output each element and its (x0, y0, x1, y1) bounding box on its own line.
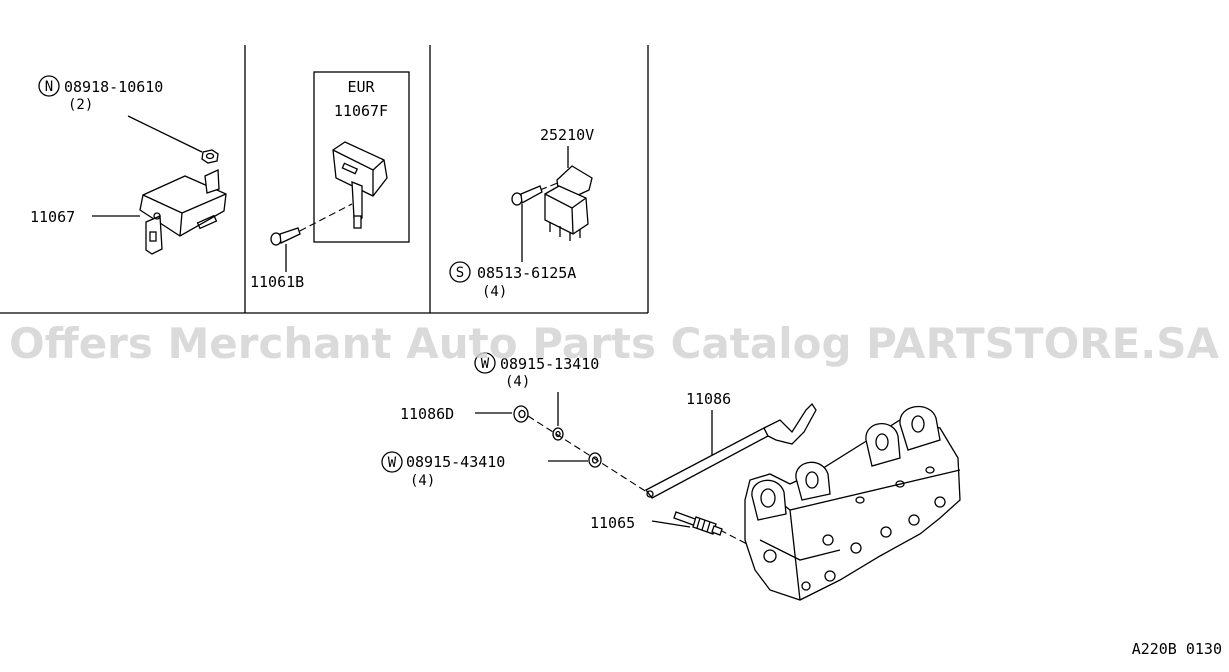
connecting-plate-icon (645, 402, 817, 499)
callout-qty: (4) (410, 473, 435, 489)
callout-08915-43410[interactable]: 08915-43410 (406, 453, 505, 471)
callout-11065[interactable]: 11065 (590, 514, 635, 532)
s-mark-icon (449, 261, 471, 283)
callout-mark: W (481, 356, 490, 372)
panel-frame (0, 45, 649, 314)
panel-3: 25210V S 08513-6125A (4) (449, 126, 594, 300)
diagram-code: A220B 0130 (1132, 640, 1222, 658)
cylinder-head-icon (744, 405, 961, 601)
callout-08918-10610[interactable]: 08918-10610 (64, 78, 163, 96)
glow-relay-icon (139, 169, 227, 255)
callout-11067f[interactable]: 11067F (334, 102, 388, 120)
callout-11086[interactable]: 11086 (686, 390, 731, 408)
eur-label: EUR (347, 78, 375, 96)
panel-1: N 08918-10610 (2) 11067 (30, 75, 227, 255)
watermark-text: Offers Merchant Auto Parts Catalog PARTS… (9, 319, 1220, 368)
lower-assembly: W 08915-13410 (4) 11086D W 08915-43410 (… (381, 352, 961, 601)
callout-11086d[interactable]: 11086D (400, 405, 454, 423)
nut-icon (513, 405, 529, 423)
nut-icon (201, 149, 219, 164)
washer-icon (588, 452, 602, 468)
glow-plug-icon (673, 511, 723, 536)
callout-11067[interactable]: 11067 (30, 208, 75, 226)
relay-icon (332, 141, 388, 229)
callout-08915-13410[interactable]: 08915-13410 (500, 355, 599, 373)
callout-mark: S (456, 265, 464, 281)
w-mark-icon (381, 451, 403, 473)
callout-25210v[interactable]: 25210V (540, 126, 594, 144)
callout-mark: W (388, 455, 397, 471)
callout-qty: (2) (68, 97, 93, 113)
callout-qty: (4) (505, 374, 530, 390)
bolt-icon (270, 227, 301, 246)
w-mark-icon (474, 352, 496, 374)
callout-08513-6125a[interactable]: 08513-6125A (477, 264, 576, 282)
eur-box (313, 71, 410, 243)
washer-icon (552, 427, 564, 441)
bolt-icon (511, 185, 543, 206)
callout-11061b[interactable]: 11061B (250, 273, 304, 291)
callout-qty: (4) (482, 284, 507, 300)
callout-mark: N (45, 79, 53, 95)
panel-2: EUR 11067F 11061B (250, 71, 410, 291)
n-mark-icon (38, 75, 60, 97)
relay-icon (544, 165, 593, 241)
